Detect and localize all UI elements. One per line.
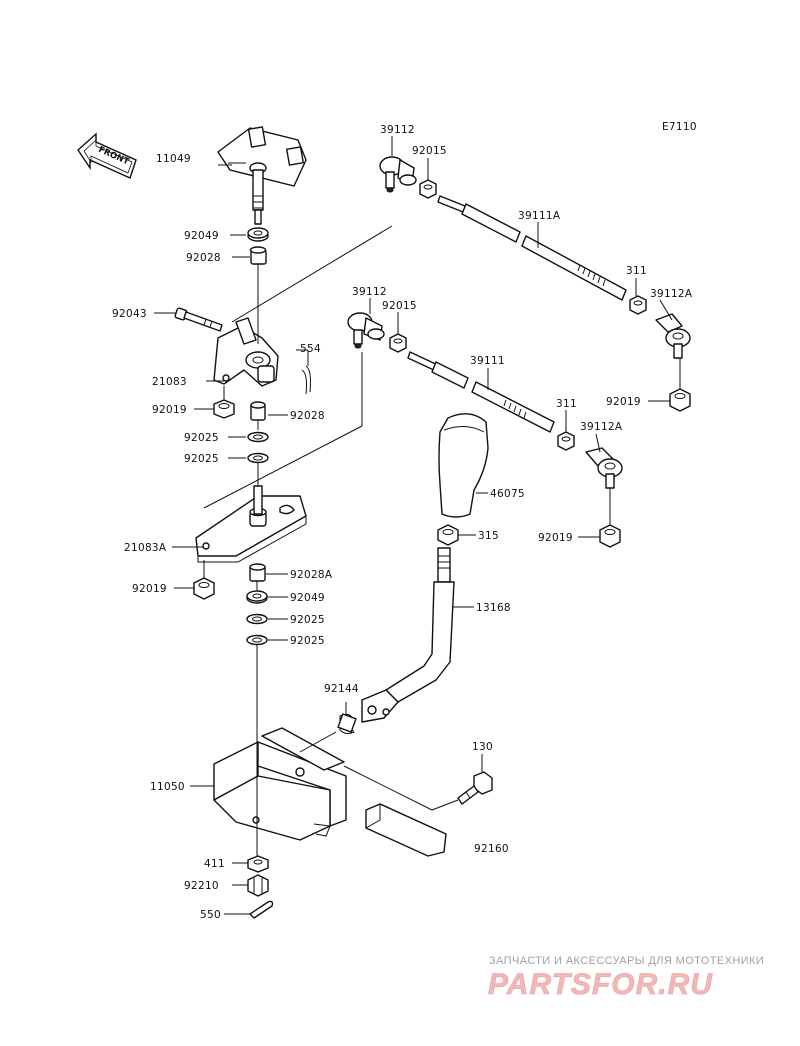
- washer-411: [247, 855, 269, 873]
- label-550: 550: [200, 909, 221, 921]
- label-39111: 39111: [470, 355, 505, 367]
- rod-end-39112A-lower: [585, 447, 623, 489]
- tie-rod-39111: [407, 351, 555, 433]
- spring-92144: [337, 713, 357, 735]
- nut-92019-right-upper: [669, 388, 691, 412]
- label-92025-c: 92025: [290, 614, 325, 626]
- label-11050: 11050: [150, 781, 185, 793]
- label-92015-upper: 92015: [412, 145, 447, 157]
- label-92210: 92210: [184, 880, 219, 892]
- label-130: 130: [472, 741, 493, 753]
- base-bracket-11050: [213, 727, 347, 841]
- washer-92025-d: [246, 634, 268, 646]
- nut-92019-left: [213, 399, 235, 419]
- tie-rod-39111A: [437, 195, 627, 301]
- label-92049-upper: 92049: [184, 230, 219, 242]
- label-92144: 92144: [324, 683, 359, 695]
- label-92043: 92043: [112, 308, 147, 320]
- label-554: 554: [300, 343, 321, 355]
- upper-bracket-11049: [217, 126, 307, 225]
- knob-46075: [438, 413, 489, 518]
- nut-311-upper: [629, 295, 647, 315]
- rod-end-39112-upper: [379, 156, 417, 193]
- washer-92025-b: [247, 452, 269, 464]
- castle-nut-92210: [247, 874, 269, 897]
- nut-311-lower: [557, 431, 575, 451]
- collar-92028-middle: [250, 401, 266, 421]
- bolt-92043: [174, 307, 223, 332]
- label-92025-d: 92025: [290, 635, 325, 647]
- label-46075: 46075: [490, 488, 525, 500]
- collar-92028A: [249, 563, 266, 582]
- washer-92025-c: [246, 613, 268, 625]
- label-92025-a: 92025: [184, 432, 219, 444]
- label-39112-lower: 39112: [352, 286, 387, 298]
- label-92028A: 92028A: [290, 569, 333, 581]
- label-39112A-upper: 39112A: [650, 288, 693, 300]
- nut-92019-lower-left: [193, 577, 215, 600]
- shift-lever-13168: [361, 547, 455, 723]
- label-92019-b: 92019: [132, 583, 167, 595]
- nut-92015-upper: [419, 179, 437, 199]
- label-315: 315: [478, 530, 499, 542]
- label-11049: 11049: [156, 153, 191, 165]
- label-92025-b: 92025: [184, 453, 219, 465]
- label-39112-upper: 39112: [380, 124, 415, 136]
- nut-92019-right-lower: [599, 524, 621, 548]
- lever-21083: [213, 317, 279, 387]
- label-21083A: 21083A: [124, 542, 167, 554]
- label-311-lower: 311: [556, 398, 577, 410]
- figure-code: E7110: [662, 121, 697, 133]
- washer-92049-upper: [247, 227, 269, 242]
- washer-92025-a: [247, 431, 269, 443]
- nut-315: [437, 524, 459, 546]
- rod-end-39112A-upper: [655, 313, 691, 359]
- label-92049-lower: 92049: [290, 592, 325, 604]
- label-92015-lower: 92015: [382, 300, 417, 312]
- washer-92049-lower: [246, 590, 268, 604]
- label-92019-a: 92019: [152, 404, 187, 416]
- collar-92028-upper: [249, 246, 267, 265]
- bolt-130: [457, 771, 493, 805]
- nut-92015-lower: [389, 333, 407, 353]
- cotter-pin-550: [249, 900, 274, 919]
- plate-21083A: [195, 485, 307, 563]
- cover-92160: [365, 803, 447, 857]
- watermark-tagline: ЗАПЧАСТИ И АКСЕССУАРЫ ДЛЯ МОТОТЕХНИКИ: [489, 955, 764, 967]
- label-92019-c: 92019: [606, 396, 641, 408]
- label-13168: 13168: [476, 602, 511, 614]
- label-92028-middle: 92028: [290, 410, 325, 422]
- watermark-logo: PARTSFOR.RU: [488, 968, 713, 1001]
- label-92028-upper: 92028: [186, 252, 221, 264]
- front-arrow-icon: FRONT: [77, 132, 137, 179]
- label-311-upper: 311: [626, 265, 647, 277]
- watermark: ЗАПЧАСТИ И АКСЕССУАРЫ ДЛЯ МОТОТЕХНИКИ PA…: [488, 955, 764, 1001]
- pin-554: [301, 365, 311, 395]
- label-411: 411: [204, 858, 225, 870]
- label-21083: 21083: [152, 376, 187, 388]
- label-39111A: 39111A: [518, 210, 561, 222]
- rod-end-39112-lower: [347, 312, 385, 349]
- leader-lines: [154, 136, 681, 915]
- label-39112A-lower: 39112A: [580, 421, 623, 433]
- part-labels: 11049 92049 92028 92043 554 21083 92019 …: [112, 124, 693, 921]
- label-92160: 92160: [474, 843, 509, 855]
- label-92019-d: 92019: [538, 532, 573, 544]
